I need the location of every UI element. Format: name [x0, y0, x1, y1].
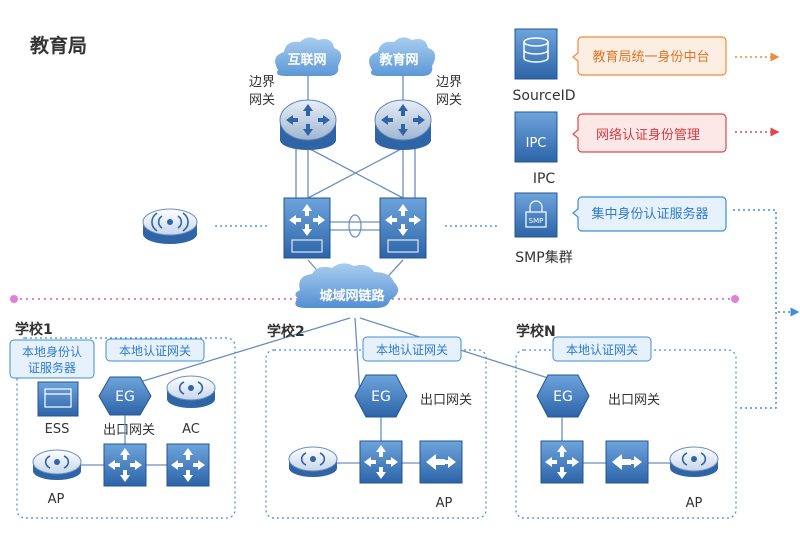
school1-auth-gateway-callout: [105, 338, 205, 362]
school2-title: 学校2: [267, 323, 305, 340]
gateway-right-line1: 边界: [436, 75, 462, 90]
school1-box: [16, 337, 236, 519]
sourceid-callout: [572, 36, 727, 76]
schoolN-access-switch-icon: [605, 440, 649, 484]
smp-icon-text: SMP: [529, 217, 544, 225]
schoolN-title: 学校N: [516, 323, 556, 340]
sourceid-label: SourceID: [513, 88, 576, 104]
school1-auth-gateway-text: 本地认证网关: [119, 344, 191, 358]
router-right-icon: [374, 99, 432, 150]
ipc-callout-text: 网络认证身份管理: [596, 127, 700, 143]
metro-dot-right: [731, 295, 739, 303]
school1-auth-server-line1: 本地身份认: [22, 344, 82, 359]
school1-auth-server-line2: 证服务器: [28, 360, 76, 375]
core-switch-right-icon: [379, 197, 427, 259]
core-links: [295, 75, 416, 286]
school2-ap-label: AP: [436, 496, 453, 511]
smp-callout-text: 集中身份认证服务器: [591, 206, 708, 222]
school1-ess-label: ESS: [45, 422, 70, 437]
cloud-edu-icon: [369, 37, 436, 76]
school1-ap-icon: [32, 449, 82, 480]
schoolN-links: [561, 417, 670, 464]
school2-links: [337, 417, 420, 464]
school2-eg-icon: [354, 374, 408, 418]
gateway-left-line2: 网关: [249, 93, 275, 108]
page-title: 教育局: [30, 34, 87, 57]
school2-core-switch-icon: [359, 440, 403, 484]
metro-link-pill: [295, 263, 399, 308]
cloud-edu-label: 教育网: [378, 52, 418, 68]
schoolN-eg-icon: [536, 374, 590, 418]
smp-label: SMP集群: [515, 249, 572, 266]
router-left-icon: [279, 99, 337, 150]
sourceid-callout-text: 教育局统一身份中台: [592, 49, 709, 65]
ipc-callout: [572, 113, 727, 153]
school2-ap-icon: [288, 446, 338, 477]
school2-auth-gateway-text: 本地认证网关: [376, 343, 448, 357]
gateway-left-line1: 边界: [249, 75, 275, 90]
school1-ess-icon: [37, 381, 79, 417]
school1-ap-label: AP: [48, 492, 65, 507]
core-switch-left-icon: [283, 197, 331, 259]
metro-link-label: 城域网链路: [319, 288, 385, 304]
school1-links: [80, 415, 167, 466]
school1-ac-label: AC: [182, 422, 200, 437]
school1-access-switch-icon: [103, 443, 147, 487]
ipc-label: IPC: [533, 171, 556, 187]
school2-eg-label: EG: [371, 389, 391, 405]
schoolN-auth-gateway-callout: [552, 336, 652, 362]
ipc-icon-text: IPC: [526, 136, 547, 151]
school1-core-switch-icon: [166, 443, 210, 487]
smp-callout: [572, 196, 727, 232]
school1-egress-label: 出口网关: [103, 423, 155, 438]
school-uplinks: [129, 317, 571, 396]
core-ac-icon: [142, 208, 198, 244]
cloud-internet-label: 互联网: [287, 53, 326, 68]
ipc-icon: IPC: [514, 111, 558, 163]
school2-egress-label: 出口网关: [420, 393, 472, 408]
metro-dot-left: [10, 295, 18, 303]
school1-ac-icon: [166, 375, 216, 408]
schoolN-ap-icon: [669, 446, 719, 477]
school2-auth-gateway-callout: [362, 336, 462, 362]
school1-title: 学校1: [15, 321, 53, 338]
schoolN-egress-label: 出口网关: [608, 393, 660, 408]
schoolN-ap-label: AP: [686, 496, 703, 511]
school1-eg-icon: [98, 376, 152, 416]
smp-server-icon: SMP: [514, 192, 558, 238]
schoolN-auth-gateway-text: 本地认证网关: [566, 343, 638, 357]
school2-access-switch-icon: [419, 440, 463, 484]
schoolN-core-switch-icon: [540, 440, 584, 484]
schoolN-eg-label: EG: [553, 389, 573, 405]
gateway-right-line2: 网关: [436, 93, 462, 108]
cloud-internet-icon: [275, 37, 342, 76]
school1-eg-label: EG: [115, 389, 135, 405]
school1-auth-server-callout: [9, 339, 95, 379]
database-icon: [514, 28, 558, 80]
smp-flow-line: [733, 209, 777, 409]
link-aggregation-ring: [348, 214, 362, 238]
